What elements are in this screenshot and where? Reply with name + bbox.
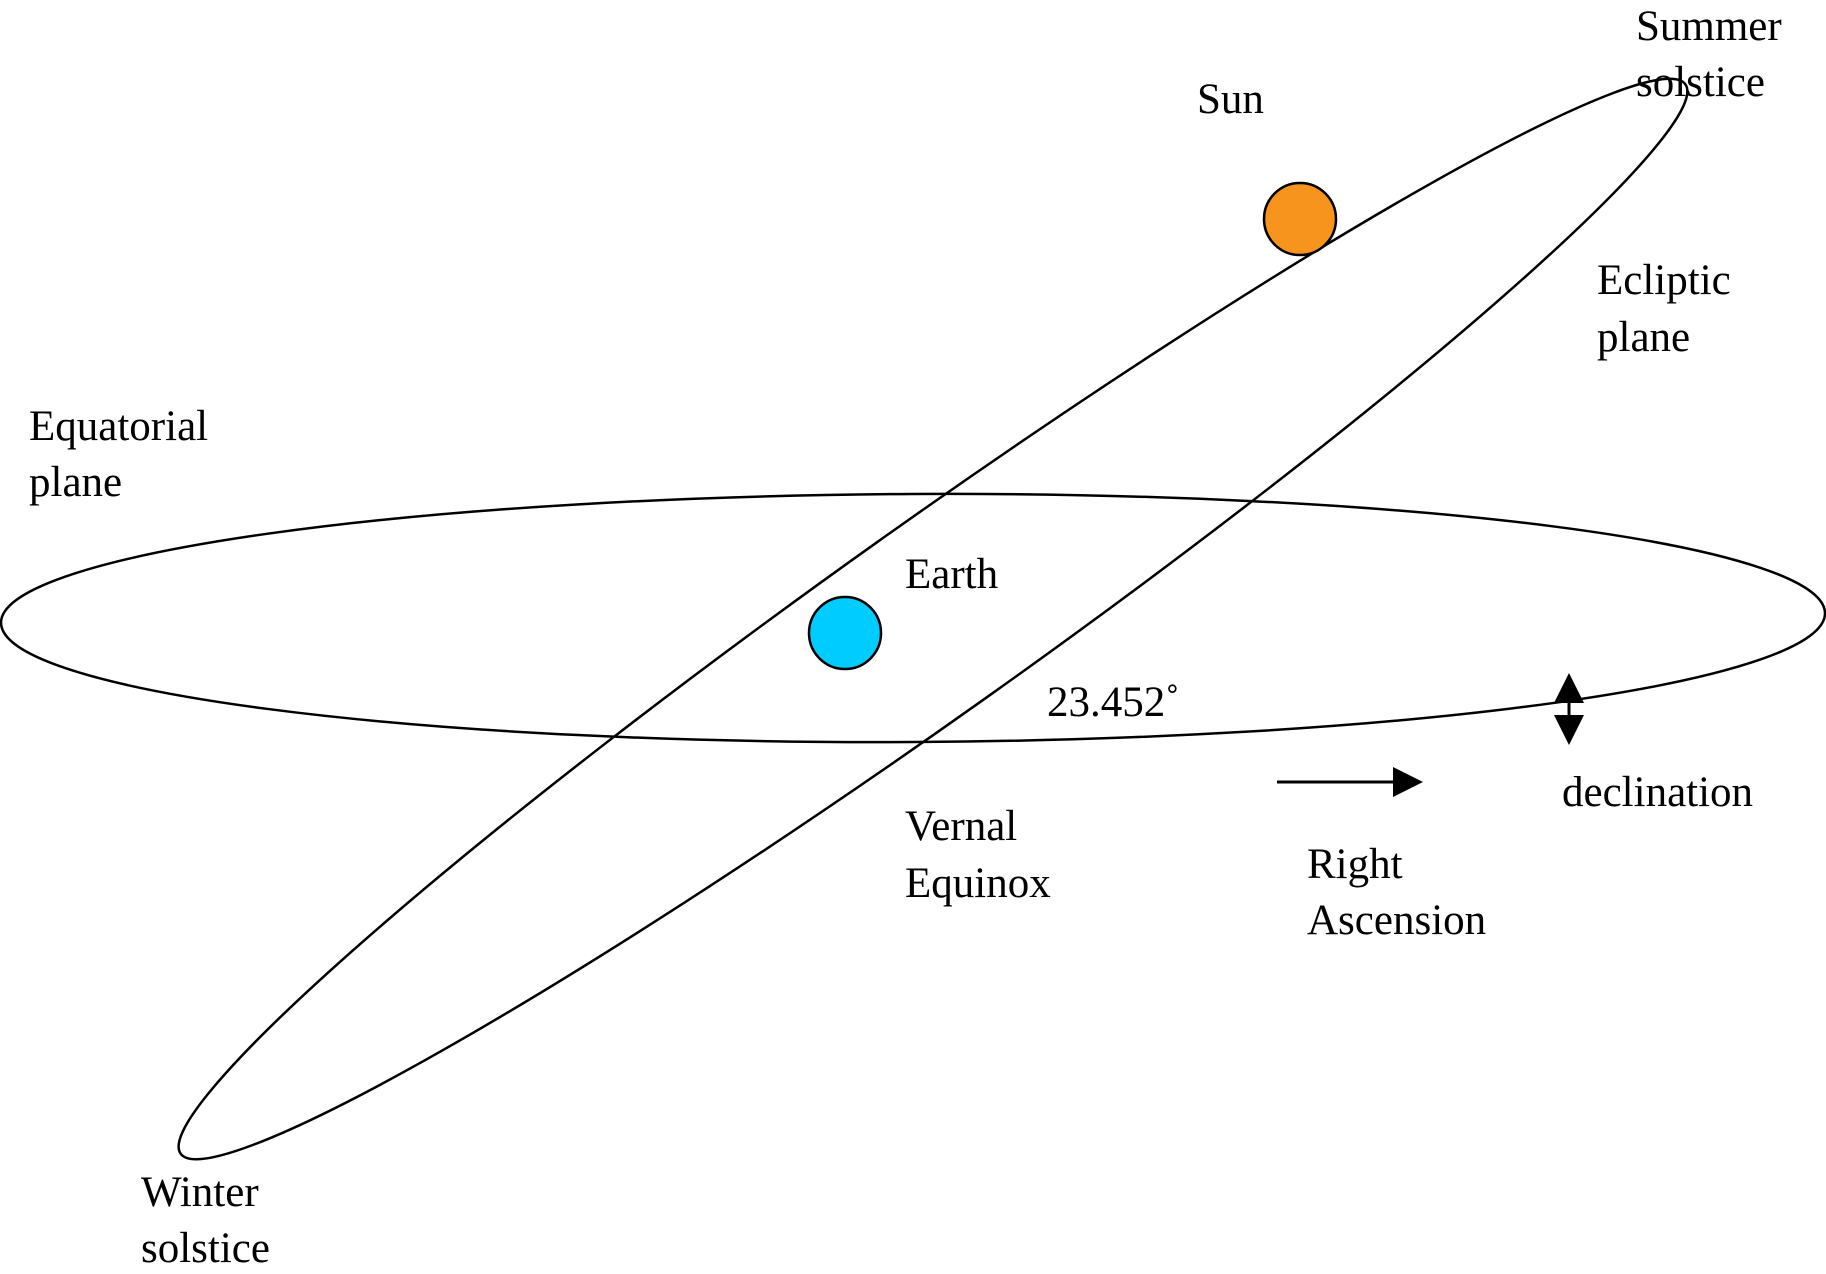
- sun-label: Sun: [1197, 76, 1264, 123]
- earth-icon: [807, 595, 883, 671]
- ecliptic-plane-label-line1: Ecliptic: [1597, 257, 1731, 304]
- right-ascension-label-line2: Ascension: [1307, 897, 1486, 944]
- equatorial-plane-label-line1: Equatorial: [29, 403, 208, 450]
- ecliptic-plane-ellipse: [177, 77, 1689, 1161]
- equatorial-plane-ellipse: [0, 492, 1826, 744]
- ecliptic-plane-label-line2: plane: [1597, 314, 1690, 361]
- earth-label: Earth: [905, 551, 998, 598]
- right-ascension-label-line1: Right: [1307, 841, 1403, 888]
- vernal-equinox-label-line2: Equinox: [905, 860, 1051, 907]
- obliquity-angle-label: 23.452˚: [1047, 679, 1180, 726]
- summer-solstice-label-line2: solstice: [1636, 59, 1765, 106]
- equatorial-plane-label-line2: plane: [29, 459, 122, 506]
- winter-solstice-label-line1: Winter: [141, 1169, 259, 1216]
- declination-label: declination: [1562, 769, 1753, 816]
- winter-solstice-label-line2: solstice: [141, 1225, 270, 1272]
- sun-icon: [1262, 181, 1338, 257]
- vernal-equinox-label-line1: Vernal: [905, 803, 1017, 850]
- summer-solstice-label-line1: Summer: [1636, 3, 1782, 50]
